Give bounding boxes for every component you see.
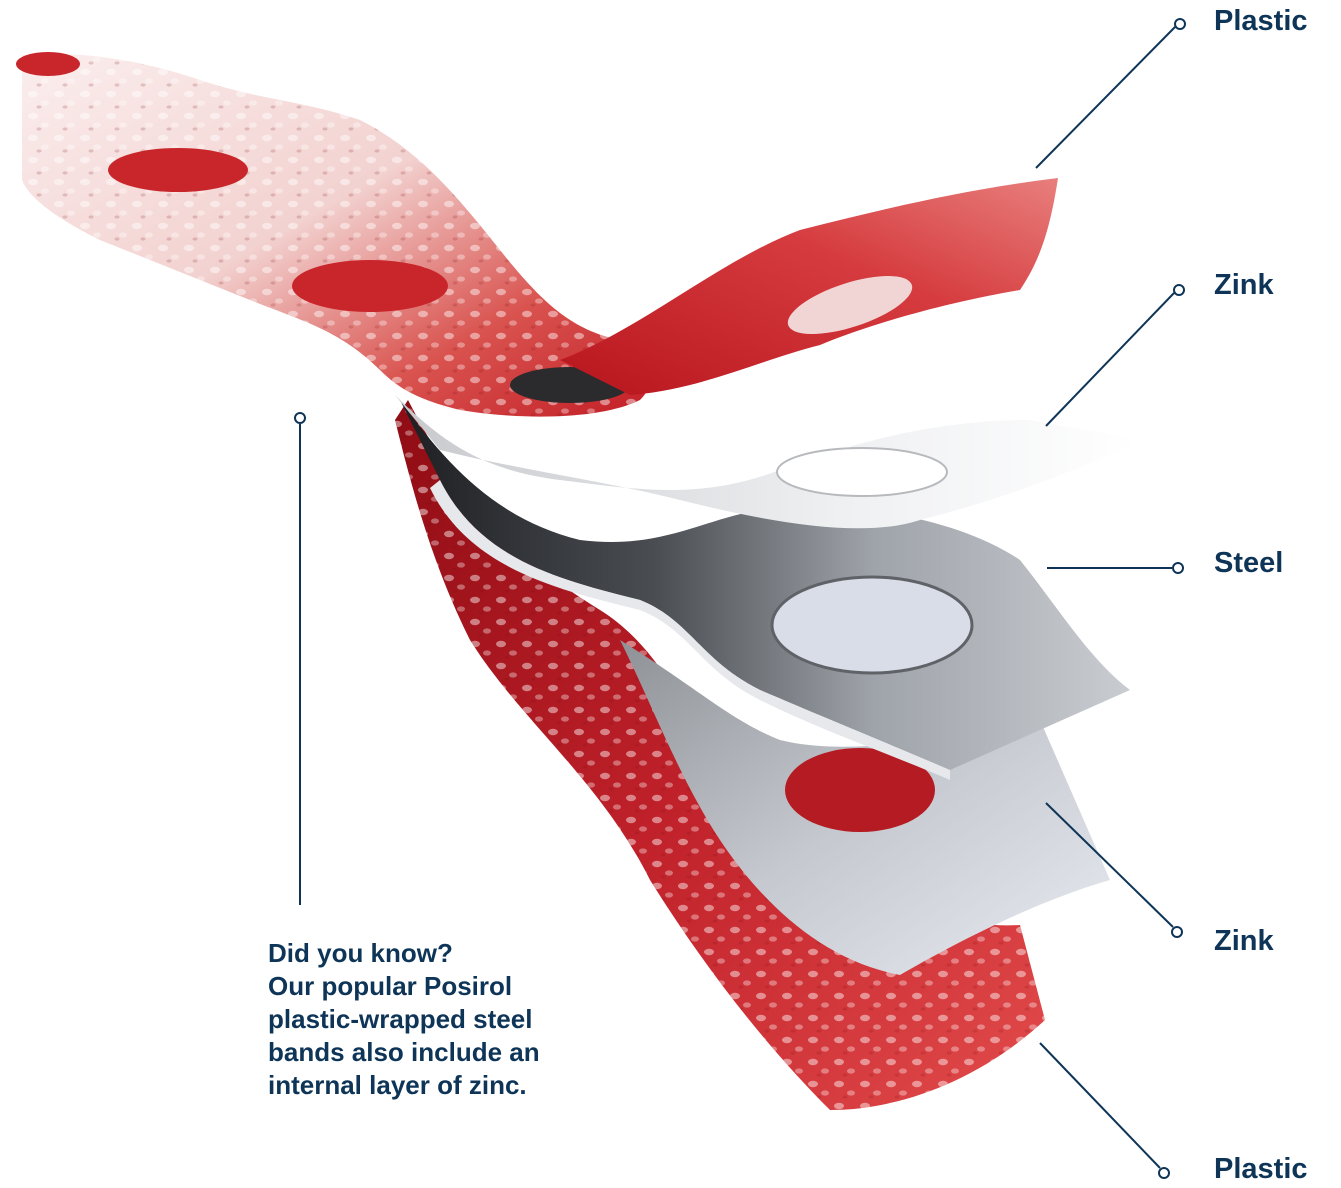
note-line-4: bands also include an <box>268 1036 648 1069</box>
plastic-top-layer <box>16 52 650 417</box>
plastic-flap <box>560 178 1058 395</box>
note-line-5: internal layer of zinc. <box>268 1069 648 1102</box>
label-zink-bottom: Zink <box>1214 924 1274 958</box>
note-line-1: Did you know? <box>268 937 648 970</box>
label-steel: Steel <box>1214 546 1283 580</box>
did-you-know-note: Did you know? Our popular Posirol plasti… <box>268 937 648 1102</box>
plastic-top-hole-1 <box>16 52 80 76</box>
plastic-top-hole-2 <box>108 148 248 192</box>
label-plastic-top: Plastic <box>1214 4 1308 38</box>
note-line-2: Our popular Posirol <box>268 970 648 1003</box>
note-line-3: plastic-wrapped steel <box>268 1003 648 1036</box>
label-zink-top: Zink <box>1214 268 1274 302</box>
plastic-top-hole-3 <box>292 260 448 312</box>
label-plastic-bottom: Plastic <box>1214 1152 1308 1186</box>
